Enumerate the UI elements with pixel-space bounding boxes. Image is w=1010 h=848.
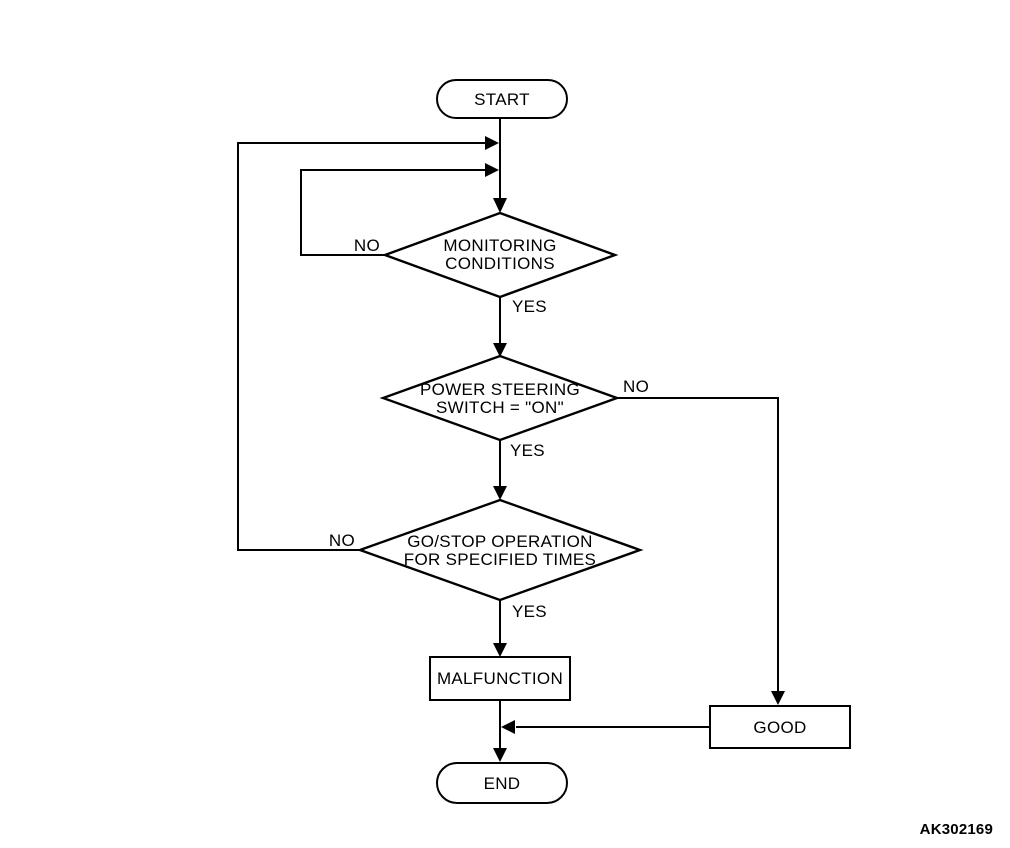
- edge-monitoring-no-loop: [300, 169, 486, 256]
- node-malfunction: [429, 656, 571, 701]
- arrowhead-down-icon: [493, 198, 507, 213]
- node-monitoring-line1: MONITORING: [443, 236, 556, 255]
- node-good-label: GOOD: [753, 718, 806, 737]
- arrowhead-down-icon: [771, 691, 785, 705]
- edge-power-no: [617, 397, 779, 692]
- label-power-yes: YES: [510, 441, 545, 460]
- node-monitoring-line2: CONDITIONS: [445, 254, 555, 273]
- arrowhead-down-icon: [493, 643, 507, 657]
- label-gostop-yes: YES: [512, 602, 547, 621]
- edge-labels: NO YES NO YES NO YES: [329, 236, 649, 621]
- arrowhead-left-icon: [501, 720, 515, 734]
- node-good: [709, 705, 851, 749]
- arrowhead-down-icon: [493, 343, 507, 357]
- nodes: START MONITORING CONDITIONS POWER STEERI…: [356, 79, 851, 804]
- label-monitoring-yes: YES: [512, 297, 547, 316]
- node-start: [436, 79, 568, 119]
- node-monitoring-conditions: [381, 211, 619, 299]
- label-gostop-no: NO: [329, 531, 355, 550]
- edges: [237, 118, 785, 762]
- arrowhead-right-icon: [485, 163, 499, 177]
- node-gostop-line1: GO/STOP OPERATION: [407, 532, 593, 551]
- node-power-steering: [379, 354, 621, 442]
- arrowhead-down-icon: [493, 486, 507, 500]
- arrowhead-right-icon: [485, 136, 499, 150]
- node-end-label: END: [484, 774, 521, 793]
- figure-code: AK302169: [920, 821, 993, 838]
- arrowhead-down-icon: [493, 748, 507, 762]
- label-monitoring-no: NO: [354, 236, 380, 255]
- label-power-no: NO: [623, 377, 649, 396]
- node-start-label: START: [474, 90, 530, 109]
- node-go-stop: [356, 498, 644, 602]
- node-gostop-line2: FOR SPECIFIED TIMES: [404, 550, 596, 569]
- edge-gostop-no-loop: [237, 142, 486, 551]
- node-power-line2: SWITCH = "ON": [436, 398, 564, 417]
- node-malfunction-label: MALFUNCTION: [437, 669, 563, 688]
- node-end: [436, 762, 568, 804]
- node-power-line1: POWER STEERING: [420, 380, 580, 399]
